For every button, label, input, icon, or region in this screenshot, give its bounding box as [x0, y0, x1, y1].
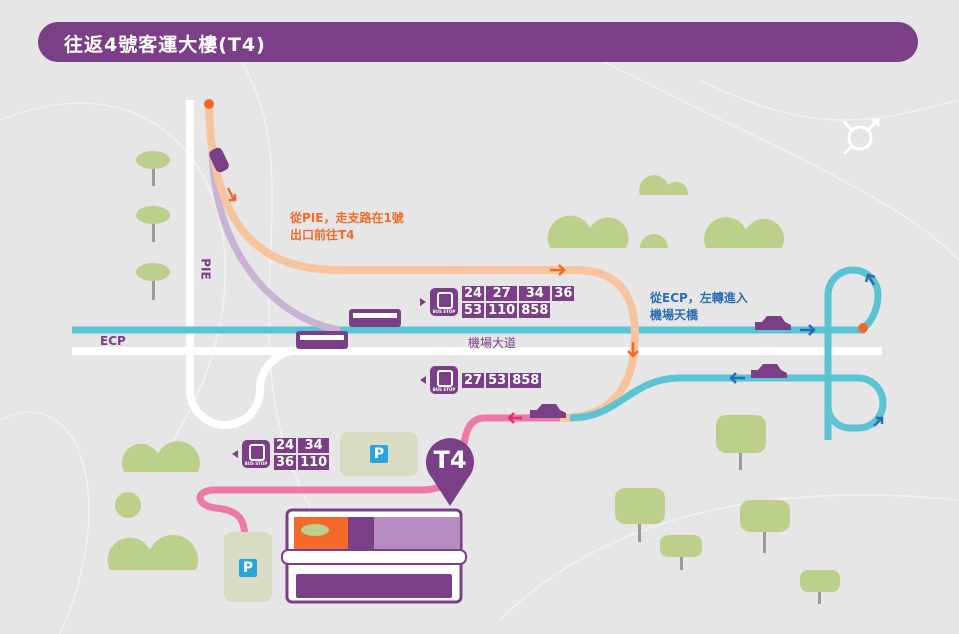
ecp-start-dot	[858, 323, 868, 333]
car-icon	[751, 364, 787, 378]
pie-slip-road	[208, 149, 341, 334]
arrow-icon	[800, 324, 816, 336]
bus-route: 34	[298, 438, 330, 453]
t4-marker-label[interactable]: T4	[433, 446, 467, 474]
bus-stop-3[interactable]: BUS STOP 24 34 36 110	[232, 438, 330, 470]
bus-route: 24	[274, 438, 297, 453]
tree-icon	[121, 441, 200, 472]
bus-route: 53	[462, 303, 485, 318]
tree-icon	[107, 534, 199, 570]
bus-stop-2[interactable]: BUS STOP 27 53 858	[420, 366, 542, 394]
tree-icon	[740, 500, 790, 553]
pie-directions-line: 從PIE，走支路在1號	[290, 211, 404, 225]
ecp-return-road	[569, 374, 828, 422]
pointer-icon	[420, 298, 426, 306]
parking-icon: P	[239, 559, 257, 577]
pie-route	[205, 103, 639, 422]
tree-icon	[639, 175, 689, 195]
bus-route: 36	[552, 286, 575, 301]
tree-icon	[615, 488, 665, 542]
ecp-directions: 從ECP，左轉進入 機場天橋	[650, 290, 748, 324]
road-label-pie: PIE	[198, 258, 213, 280]
bus-icon	[296, 331, 348, 349]
bus-route: 110	[486, 303, 518, 318]
tree-icon	[660, 535, 702, 570]
car-icon	[755, 316, 791, 330]
bus-stop-icon: BUS STOP	[430, 288, 458, 316]
bus-route: 27	[462, 372, 485, 388]
arrow-icon	[550, 264, 566, 276]
page-title: 往返4號客運大樓(T4)	[64, 34, 266, 56]
tree-icon	[136, 263, 170, 300]
tree-icon	[716, 415, 766, 470]
parking-icon: P	[370, 445, 388, 463]
bus-icon	[349, 309, 401, 327]
bus-route: 27	[486, 286, 518, 301]
bus-route: 36	[274, 455, 297, 470]
bus-stop-icon: BUS STOP	[242, 440, 270, 468]
ecp-directions-line: 機場天橋	[650, 308, 699, 322]
road-label-airport-blvd: 機場大道	[468, 336, 517, 350]
arrow-icon	[729, 372, 745, 384]
bus-stop-1[interactable]: BUS STOP 24 27 34 36 53 110 858	[420, 286, 575, 318]
bus-routes: 24 34 36 110	[274, 438, 330, 470]
bus-stop-icon: BUS STOP	[430, 366, 458, 394]
pointer-icon	[232, 450, 238, 458]
bus-routes: 27 53 858	[462, 372, 542, 388]
arrow-icon	[226, 187, 237, 202]
bus-route: 110	[298, 455, 330, 470]
terminal-route	[196, 414, 560, 541]
roads-white	[72, 100, 882, 429]
arrow-icon	[873, 416, 884, 427]
pie-directions-line: 出口前往T4	[290, 228, 355, 242]
parking-lot-2[interactable]: P	[224, 532, 272, 602]
gender-icon	[842, 118, 880, 156]
arrow-icon	[507, 412, 522, 424]
t4-marker-pin	[425, 438, 474, 506]
tree-icon	[704, 217, 785, 248]
bus-route: 34	[519, 286, 551, 301]
arrow-icon	[864, 273, 876, 286]
tree-icon	[115, 492, 141, 518]
arrow-icon	[627, 342, 639, 358]
trees	[107, 151, 840, 604]
bus-route: 858	[510, 372, 542, 388]
terminal-building	[281, 508, 467, 604]
tree-icon	[547, 215, 629, 248]
parking-lot-1[interactable]: P	[340, 432, 418, 476]
bus-route: 53	[486, 372, 509, 388]
bus-routes: 24 27 34 36 53 110 858	[462, 286, 575, 318]
direction-arrows	[226, 187, 884, 427]
vehicles	[209, 147, 791, 418]
title-bar: 往返4號客運大樓(T4)	[38, 22, 918, 62]
bus-route: 858	[519, 303, 551, 318]
pie-directions: 從PIE，走支路在1號 出口前往T4	[290, 210, 404, 244]
pointer-icon	[420, 376, 426, 384]
road-label-ecp: ECP	[100, 334, 126, 348]
car-icon	[530, 404, 566, 418]
tree-icon	[800, 570, 840, 604]
car-icon	[209, 147, 229, 173]
pie-start-dot	[204, 99, 214, 109]
tree-icon	[640, 234, 668, 248]
ecp-directions-line: 從ECP，左轉進入	[650, 291, 748, 305]
tree-icon	[136, 151, 170, 186]
bus-route: 24	[462, 286, 485, 301]
tree-icon	[136, 206, 170, 242]
